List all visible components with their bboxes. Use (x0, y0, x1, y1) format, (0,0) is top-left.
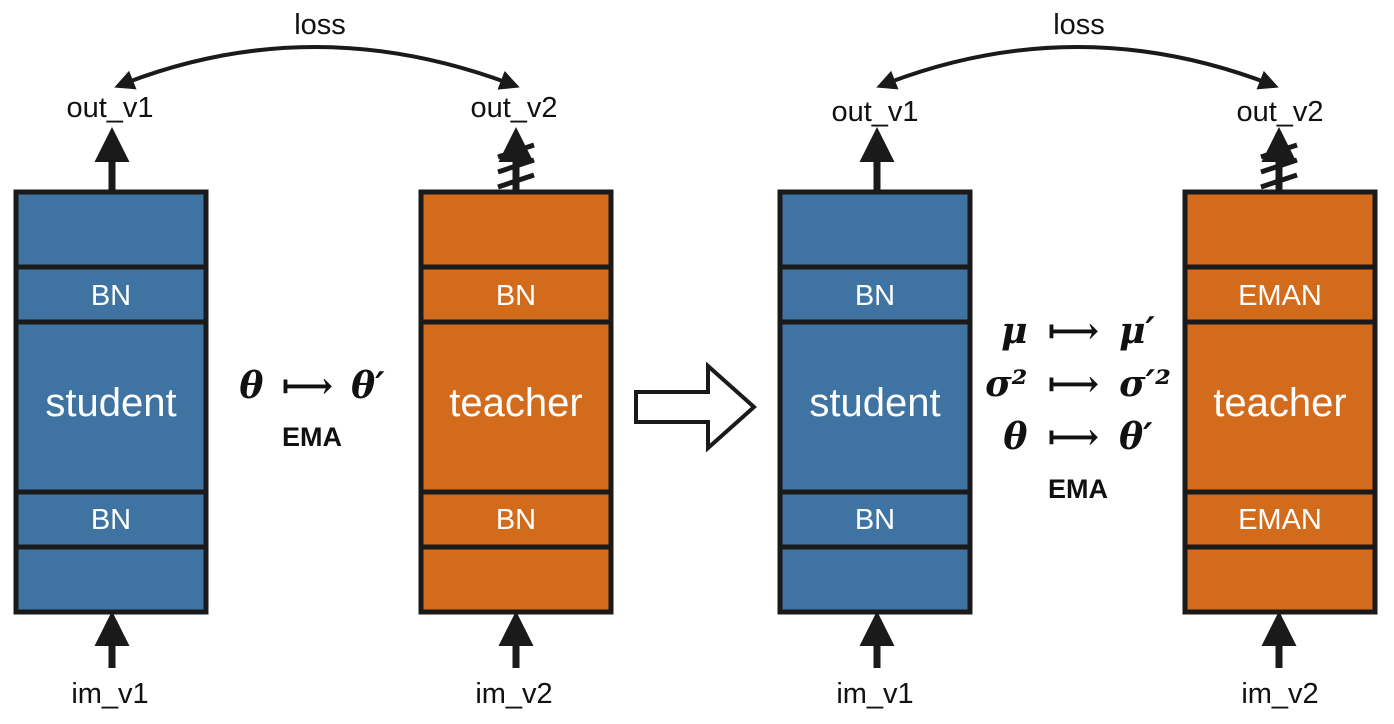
right-panel: loss out_v1 BN student BN im_v1 μ ⟼ μ′ σ… (777, 9, 1378, 710)
right-ema-line-sigma: σ² ⟼ σ′² (985, 363, 1171, 405)
right-ema-label: EMA (1048, 474, 1108, 504)
right-teacher-layer-top (1182, 189, 1378, 270)
left-student-bn-bottom-label: BN (91, 504, 131, 536)
left-student-name: student (45, 381, 176, 425)
left-student-column: out_v1 BN student BN im_v1 (13, 92, 209, 710)
right-student-column: out_v1 BN student BN im_v1 (777, 96, 973, 710)
left-student-body (13, 319, 209, 495)
right-student-bn-bottom-label: BN (855, 504, 895, 536)
left-teacher-in-label: im_v2 (475, 678, 552, 710)
right-loss-label: loss (1053, 9, 1105, 41)
right-teacher-layer-bottom (1182, 544, 1378, 615)
right-student-bn-top-label: BN (855, 280, 895, 312)
left-loss-label: loss (294, 9, 346, 41)
left-teacher-body (418, 319, 614, 495)
left-teacher-layer-bottom (418, 544, 614, 615)
right-loss-arc (876, 45, 1279, 90)
right-ema-line-mu: μ ⟼ μ′ (1001, 310, 1155, 352)
right-teacher-in-label: im_v2 (1241, 678, 1318, 710)
left-student-out-label: out_v1 (66, 92, 153, 124)
right-student-bn-top (777, 264, 973, 325)
left-student-bn-top-label: BN (91, 280, 131, 312)
right-teacher-body (1182, 319, 1378, 495)
right-teacher-column: out_v2 EMAN teacher EMAN im_v2 (1182, 96, 1378, 710)
left-ema-line: θ ⟼ θ′ (239, 365, 385, 407)
right-teacher-out-label: out_v2 (1236, 96, 1323, 128)
right-student-in-label: im_v1 (836, 678, 913, 710)
right-ema-line-theta: θ ⟼ θ′ (1003, 416, 1153, 458)
left-loss-arc (114, 45, 520, 90)
left-teacher-stop-gradient-icon (497, 142, 535, 190)
left-ema-formula: θ ⟼ θ′ EMA (239, 365, 385, 452)
left-teacher-bn-bottom (418, 489, 614, 550)
left-teacher-bn-bottom-label: BN (496, 504, 536, 536)
right-student-layer-top (777, 189, 973, 270)
right-teacher-eman-top-label: EMAN (1238, 280, 1322, 312)
right-student-layer-bottom (777, 544, 973, 615)
left-teacher-bn-top-label: BN (496, 280, 536, 312)
left-student-in-label: im_v1 (71, 678, 148, 710)
right-student-name: student (809, 381, 940, 425)
right-teacher-stop-gradient-icon (1260, 142, 1298, 190)
right-teacher-name: teacher (1213, 381, 1346, 425)
right-ema-formula: μ ⟼ μ′ σ² ⟼ σ′² θ ⟼ θ′ EMA (985, 310, 1171, 504)
left-teacher-out-label: out_v2 (470, 92, 557, 124)
right-student-out-label: out_v1 (831, 96, 918, 128)
right-student-body (777, 319, 973, 495)
right-teacher-eman-bottom-label: EMAN (1238, 504, 1322, 536)
left-panel: loss out_v1 BN student BN im_v1 θ ⟼ θ′ E… (13, 9, 614, 710)
left-student-layer-top (13, 189, 209, 270)
left-teacher-column: out_v2 BN teacher BN im_v2 (418, 92, 614, 710)
left-teacher-name: teacher (449, 381, 582, 425)
hollow-right-arrow-icon (634, 361, 758, 453)
left-ema-label: EMA (282, 422, 342, 452)
left-teacher-layer-top (418, 189, 614, 270)
left-student-layer-bottom (13, 544, 209, 615)
